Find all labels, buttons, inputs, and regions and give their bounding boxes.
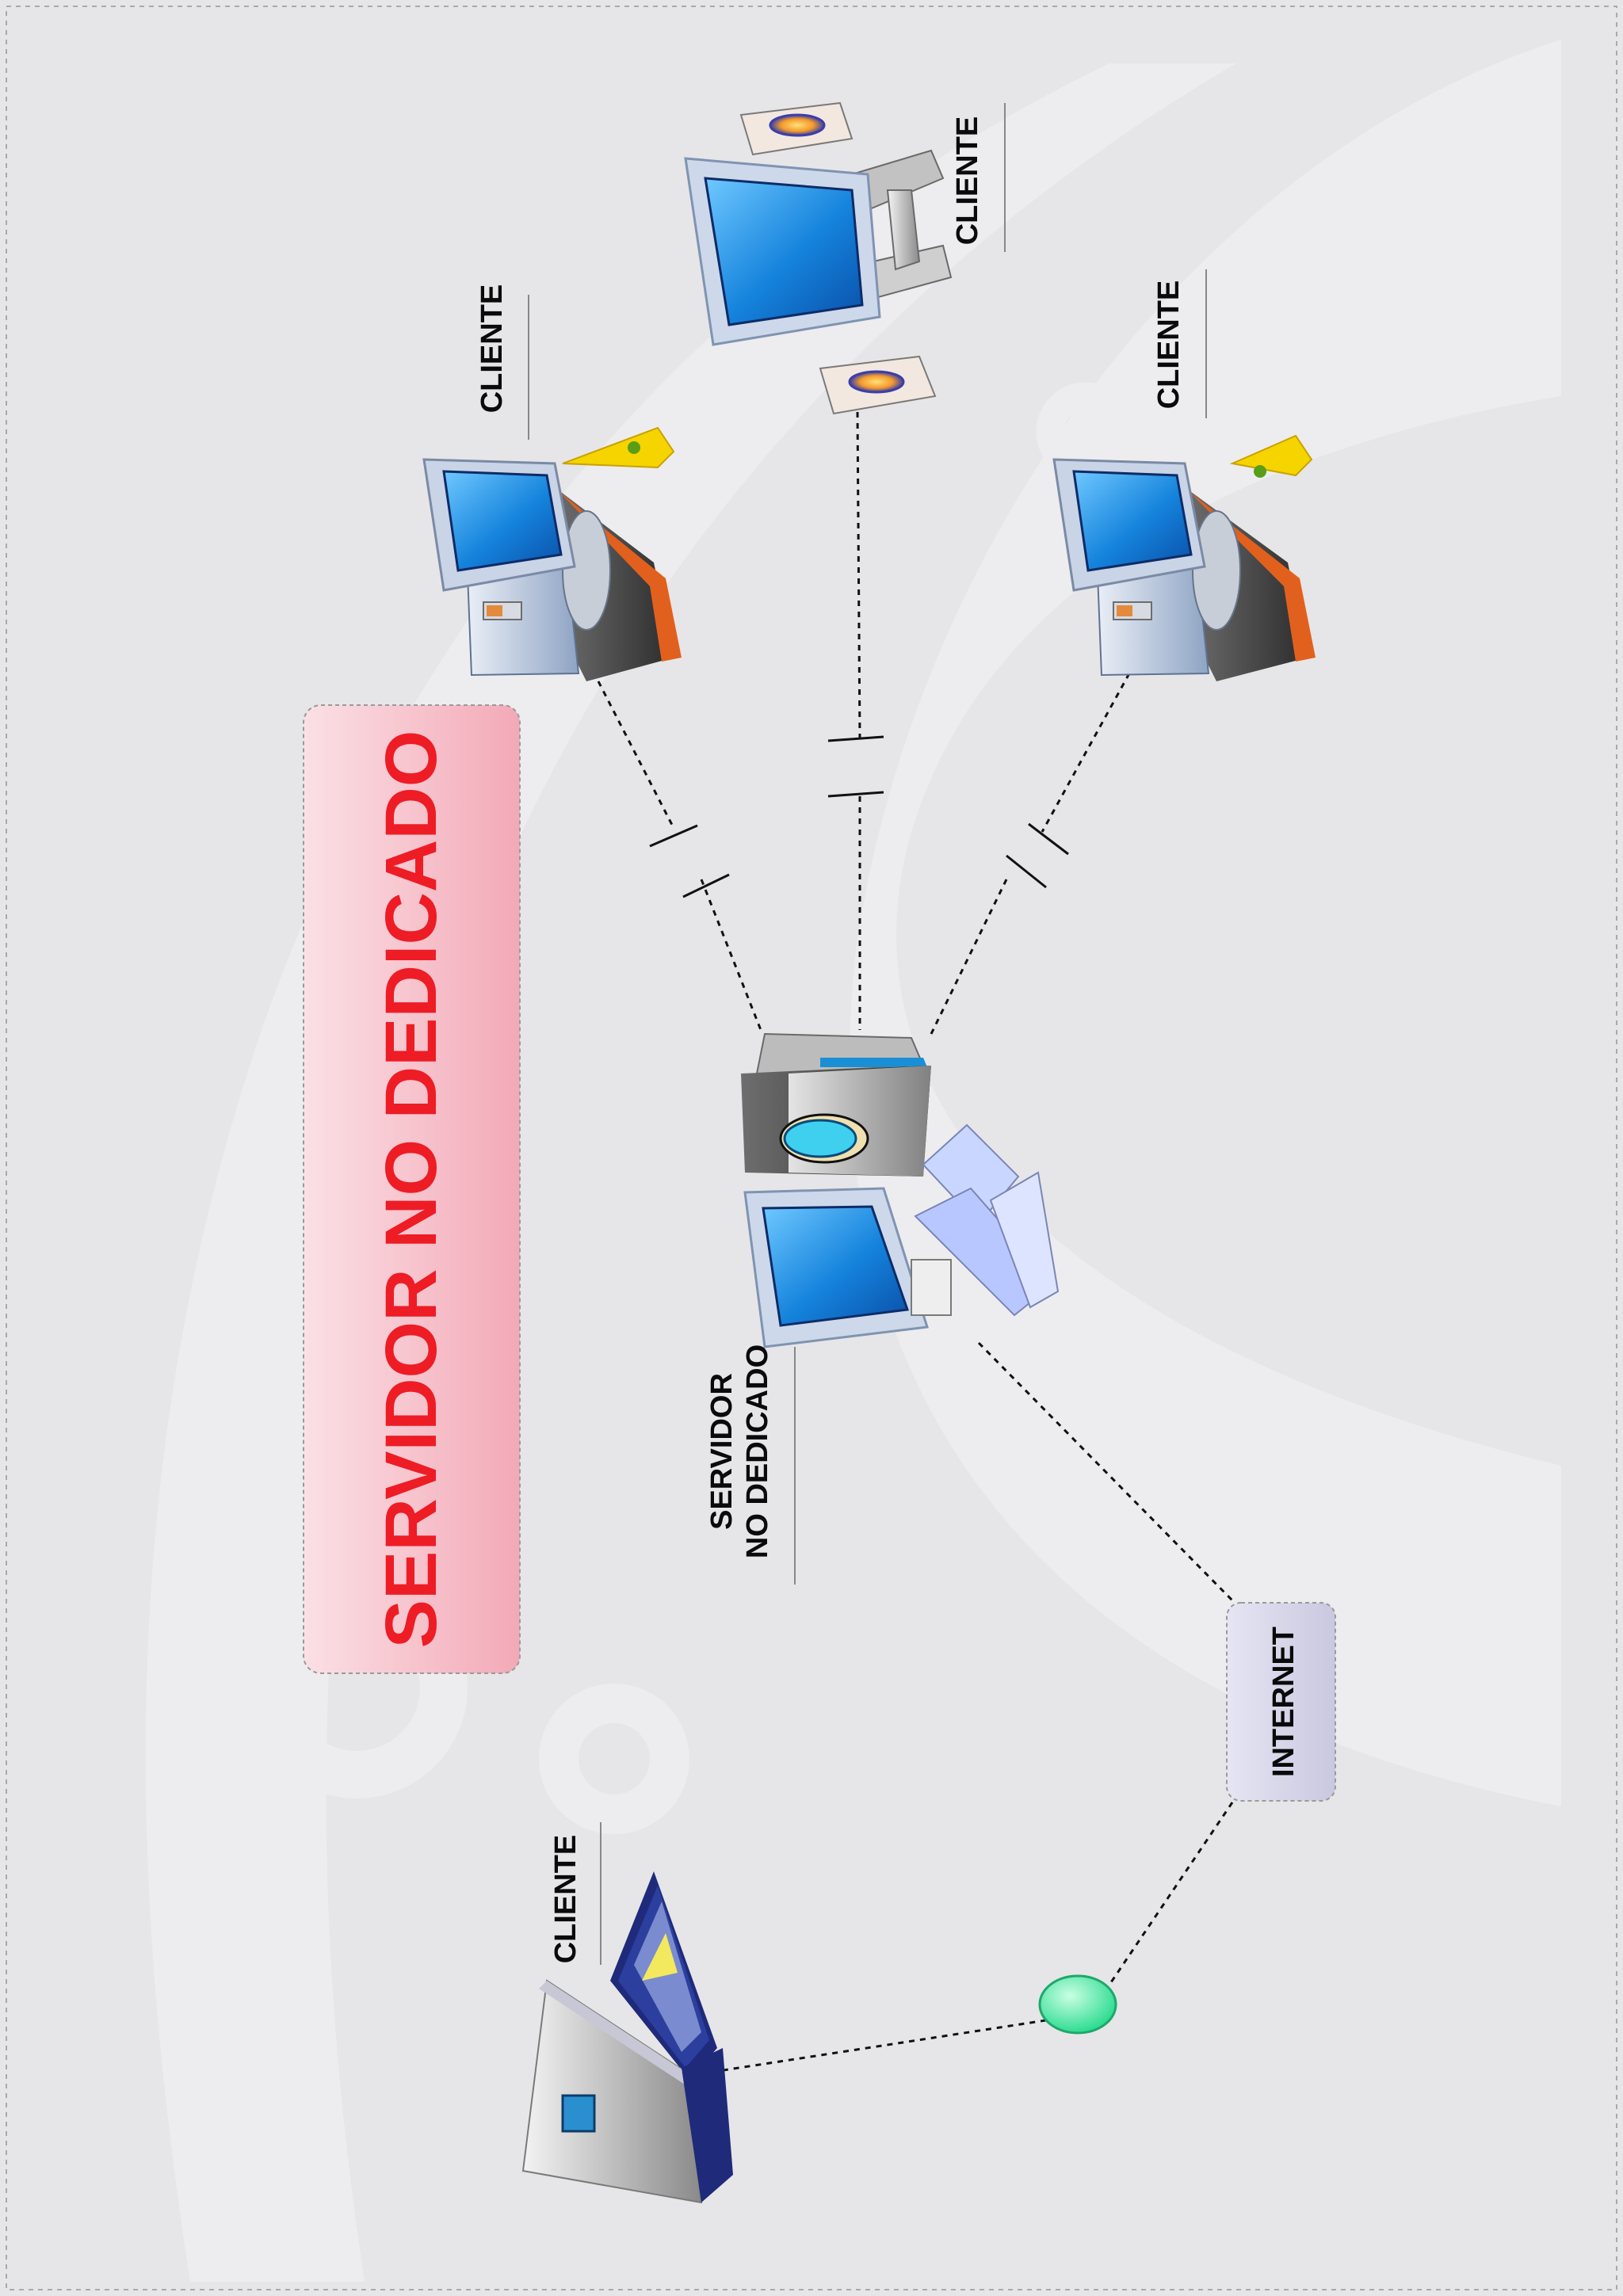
network-node-icon bbox=[1038, 1974, 1117, 2035]
server-label-line2: NO DEDICADO bbox=[741, 1344, 774, 1558]
server-label-line1: SERVIDOR bbox=[705, 1373, 739, 1530]
client-computer-icon bbox=[1052, 434, 1316, 681]
server-computer-icon bbox=[741, 1032, 1060, 1348]
client-2-label-group: CLIENTE bbox=[951, 103, 1006, 252]
server-label-group: SERVIDOR NO DEDICADO bbox=[705, 1344, 796, 1585]
laptop-icon bbox=[521, 1871, 733, 2204]
client-3-label: CLIENTE bbox=[1152, 280, 1186, 410]
link-server-client-3 bbox=[930, 673, 1131, 1035]
client-computer-icon bbox=[684, 149, 953, 346]
laptop-client-label: CLIENTE bbox=[549, 1835, 582, 1964]
client-3-label-group: CLIENTE bbox=[1152, 269, 1207, 418]
client-2-label: CLIENTE bbox=[951, 116, 984, 246]
connection-lines bbox=[597, 411, 1234, 2073]
printer-icon bbox=[739, 101, 854, 156]
printer-icon bbox=[819, 355, 937, 415]
internet-box: INTERNET bbox=[1226, 1602, 1336, 1802]
laptop-label-group: CLIENTE bbox=[549, 1822, 601, 1965]
link-server-internet bbox=[977, 1341, 1234, 1602]
title-box: SERVIDOR NO DEDICADO bbox=[303, 704, 521, 1674]
link-break-marks bbox=[649, 735, 1069, 898]
link-internet-node bbox=[1108, 1802, 1234, 1985]
internet-label: INTERNET bbox=[1267, 1627, 1300, 1777]
link-server-client-1 bbox=[597, 681, 762, 1031]
link-node-laptop bbox=[712, 2019, 1047, 2073]
page-title: SERVIDOR NO DEDICADO bbox=[371, 730, 452, 1649]
client-1-label: CLIENTE bbox=[475, 284, 509, 414]
client-1-label-group: CLIENTE bbox=[475, 284, 529, 440]
client-computer-icon bbox=[422, 426, 682, 681]
